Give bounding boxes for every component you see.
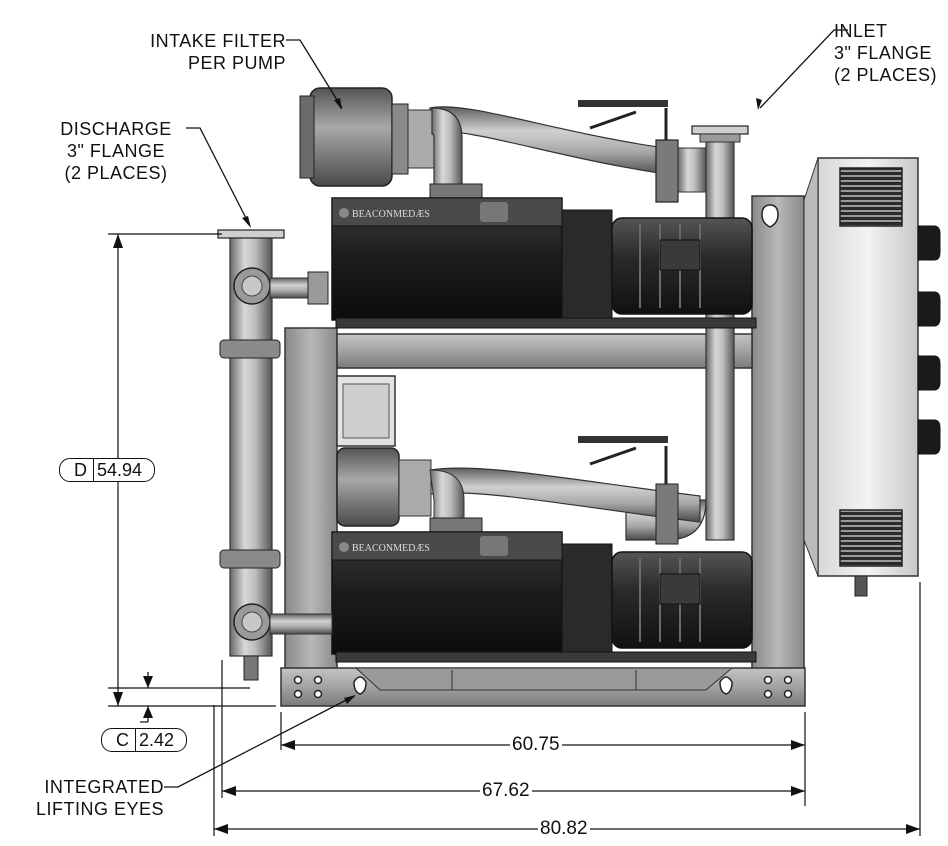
discharge-flange bbox=[217, 229, 285, 239]
lower-vent-louver bbox=[839, 509, 903, 567]
control-panel bbox=[817, 157, 919, 577]
overall-width-dimension: 80.82 bbox=[538, 818, 590, 839]
upper-vent-louver bbox=[839, 167, 903, 227]
overall-frame-dimension: 67.62 bbox=[480, 780, 532, 801]
frame-right-upright bbox=[751, 195, 805, 671]
frame-width-dimension: 60.75 bbox=[510, 734, 562, 755]
discharge-callout: DISCHARGE 3" FLANGE (2 PLACES) bbox=[60, 119, 172, 183]
upper-pump-brand: BEACONMEDÆS bbox=[352, 209, 430, 220]
lifting-eyes-callout: INTEGRATED LIFTING EYES bbox=[35, 777, 164, 819]
inlet-flange bbox=[691, 125, 749, 135]
upper-intake-filter bbox=[309, 87, 393, 187]
middle-cross-beam bbox=[336, 333, 753, 369]
lower-intake-filter bbox=[336, 447, 400, 527]
height-dimension-tag: D 54.94 bbox=[59, 458, 156, 482]
frame-left-upright bbox=[284, 327, 338, 671]
intake-filter-callout: INTAKE FILTER PER PUMP bbox=[150, 31, 286, 73]
clearance-dimension-tag: C 2.42 bbox=[101, 728, 188, 752]
lower-pump-brand: BEACONMEDÆS bbox=[352, 543, 430, 554]
inlet-callout: INLET 3" FLANGE (2 PLACES) bbox=[834, 21, 938, 85]
